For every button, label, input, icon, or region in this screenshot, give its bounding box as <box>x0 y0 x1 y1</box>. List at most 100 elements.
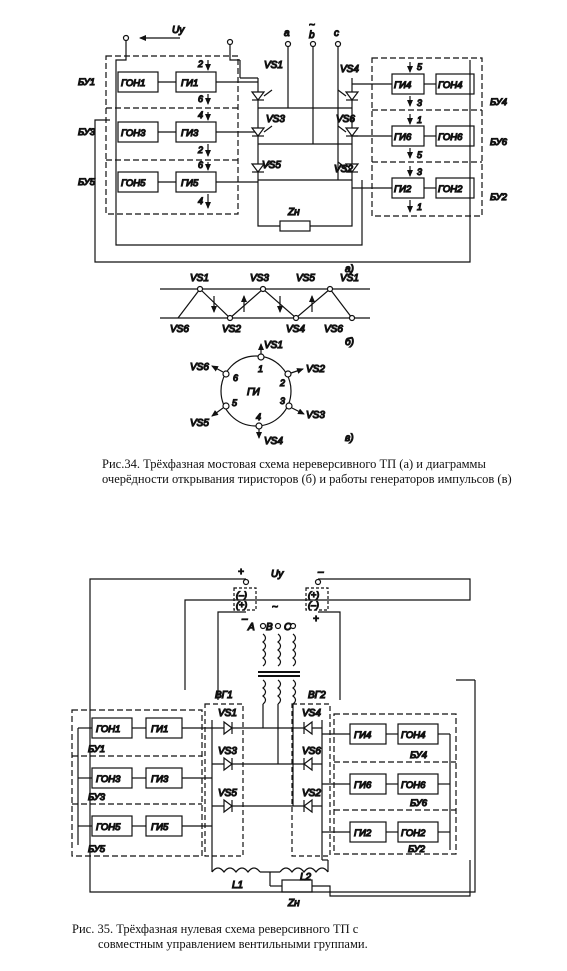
fig35-phase-b: B <box>266 622 273 633</box>
fig34-gi4-label: ГИ4 <box>394 80 411 91</box>
fig34-seq-top-4: VS1 <box>340 273 359 284</box>
fig35-l1-label: L1 <box>232 880 243 891</box>
fig34-ring-vs4: VS4 <box>264 436 283 447</box>
fig35-vg2-frame <box>291 703 331 857</box>
fig35-vg1-frame <box>204 703 244 857</box>
fig35-uy-label: Uу <box>271 569 284 580</box>
fig34-ring-num-6: 6 <box>233 373 238 383</box>
fig34-phase-tilde: ~ <box>309 20 315 31</box>
fig35-reversing-schematic: + – Uу (–) (+) (+) (–) – + ~ A B C <box>71 566 476 910</box>
fig34-gi1-top-num: 2 <box>197 59 203 69</box>
fig34-gi6-label: ГИ6 <box>394 132 412 143</box>
fig34-gi3-top-num: 4 <box>198 110 203 120</box>
fig34-gi2-label: ГИ2 <box>394 184 412 195</box>
fig34-gi5-label: ГИ5 <box>181 178 199 189</box>
fig34-seq-bot-3: VS4 <box>286 324 305 335</box>
fig35-gon1-label: ГОН1 <box>96 724 120 735</box>
fig34-ring-vs2: VS2 <box>306 364 325 375</box>
fig35-tilde: ~ <box>272 602 278 613</box>
fig35-vs2-label: VS2 <box>302 788 321 799</box>
fig34-label-v: в) <box>345 433 354 444</box>
fig34-vs4-label: VS4 <box>340 64 359 75</box>
fig34-phase-b: b <box>309 30 315 41</box>
fig35-pol-under-left: – <box>241 614 248 625</box>
fig34-gon6-label: ГОН6 <box>438 132 463 143</box>
fig34-seq-bot-2: VS2 <box>222 324 241 335</box>
fig35-l2-label: L2 <box>300 872 312 883</box>
fig35-vs3-label: VS3 <box>218 746 237 757</box>
fig34-load-label: Zн <box>287 207 300 218</box>
fig34-seq-bot-1: VS6 <box>170 324 189 335</box>
fig34-vs5-label: VS5 <box>262 160 281 171</box>
fig34-gi1-bot-num: 6 <box>198 94 203 104</box>
fig34-uy-label: Uу <box>172 25 185 36</box>
fig34-gi2-bot-num: 1 <box>417 202 422 212</box>
fig35-bu1-label: БУ1 <box>88 744 105 755</box>
fig34-ring-vs5: VS5 <box>190 418 209 429</box>
fig35-gon2-label: ГОН2 <box>401 828 426 839</box>
fig35-vg1-label: ВГ1 <box>215 690 233 701</box>
fig35-gi5-label: ГИ5 <box>151 822 169 833</box>
fig34-gi3-bot-num: 2 <box>197 145 203 155</box>
fig35-vs5-label: VS5 <box>218 788 237 799</box>
fig34-vs1-label: VS1 <box>264 60 283 71</box>
fig34-bu2-label: БУ2 <box>490 192 508 203</box>
fig34-bu3-label: БУ3 <box>78 127 96 138</box>
fig35-gi4-label: ГИ4 <box>354 730 371 741</box>
fig35-gon6-label: ГОН6 <box>401 780 426 791</box>
fig35-bu6-label: БУ6 <box>410 798 428 809</box>
fig34-ring-vs1: VS1 <box>264 340 283 351</box>
fig34-gon3-label: ГОН3 <box>121 128 146 139</box>
fig35-pol-under-right: + <box>313 614 319 625</box>
fig34-phase-c: c <box>334 28 339 39</box>
fig34-seq-bot-4: VS6 <box>324 324 343 335</box>
fig34-caption: Рис.34. Трёхфазная мостовая схема нереве… <box>102 457 512 486</box>
fig34-gon4-label: ГОН4 <box>438 80 462 91</box>
fig34-right-units: БУ4 ГИ4 ГОН4 5 3 БУ6 ГИ6 ГОН6 1 5 БУ2 ГИ… <box>352 61 508 213</box>
fig35-gi2-label: ГИ2 <box>354 828 372 839</box>
fig34-ring-num-1: 1 <box>258 364 263 374</box>
fig34-vs3-label: VS3 <box>266 114 285 125</box>
fig34-gon1-label: ГОН1 <box>121 78 145 89</box>
fig34-label-a: a) <box>345 264 354 275</box>
fig34-vs2-label: VS2 <box>334 164 353 175</box>
fig35-bu4-label: БУ4 <box>410 750 427 761</box>
fig34-ring-vs3: VS3 <box>306 410 325 421</box>
fig35-caption-line2: совместным управлением вентильными групп… <box>98 937 368 951</box>
fig35-phase-c: C <box>284 622 292 633</box>
fig34-gi2-top-num: 3 <box>417 167 422 177</box>
fig34-label-b: б) <box>345 336 354 348</box>
fig34-gi6-bot-num: 5 <box>417 150 423 160</box>
fig35-caption: Рис. 35. Трёхфазная нулевая схема реверс… <box>72 922 512 952</box>
fig34-ring-num-4: 4 <box>256 412 261 422</box>
fig34-ring-vs6: VS6 <box>190 362 209 373</box>
fig34-ring-diagram: ГИ 1 2 3 4 5 6 VS1 VS2 VS3 VS4 VS5 VS6 в… <box>189 339 354 447</box>
fig34-vs6-label: VS6 <box>336 114 355 125</box>
fig34-bu4-label: БУ4 <box>490 97 507 108</box>
fig35-gon4-label: ГОН4 <box>401 730 425 741</box>
fig34-bu1-label: БУ1 <box>78 77 95 88</box>
fig35-bu2-label: БУ2 <box>408 844 426 855</box>
fig34-gi4-bot-num: 3 <box>417 98 422 108</box>
fig35-phase-a: A <box>247 622 255 633</box>
fig35-caption-line1: Рис. 35. Трёхфазная нулевая схема реверс… <box>72 922 359 936</box>
fig34-gon2-label: ГОН2 <box>438 184 463 195</box>
fig35-load-label: Zн <box>287 898 300 909</box>
fig34-seq-top-3: VS5 <box>296 273 315 284</box>
fig34-gon5-label: ГОН5 <box>121 178 146 189</box>
fig35-vg2-label: ВГ2 <box>308 690 326 701</box>
fig35-minus-terminal: – <box>317 567 324 578</box>
fig34-thyristors: VS1 VS3 VS5 VS4 VS6 VS2 <box>250 59 360 176</box>
fig34-gi5-bot-num: 4 <box>198 196 203 206</box>
fig34-gi3-label: ГИ3 <box>181 128 199 139</box>
fig35-vs1-label: VS1 <box>218 708 237 719</box>
fig35-plus-terminal: + <box>238 567 244 578</box>
fig34-seq-top-2: VS3 <box>250 273 269 284</box>
fig35-gon3-label: ГОН3 <box>96 774 121 785</box>
fig35-vs4-label: VS4 <box>302 708 321 719</box>
fig35-pol-left-top: (–) <box>236 590 247 600</box>
fig35-gi3-label: ГИ3 <box>151 774 169 785</box>
fig34-gi6-top-num: 1 <box>417 115 422 125</box>
fig34-bu5-label: БУ5 <box>78 177 96 188</box>
